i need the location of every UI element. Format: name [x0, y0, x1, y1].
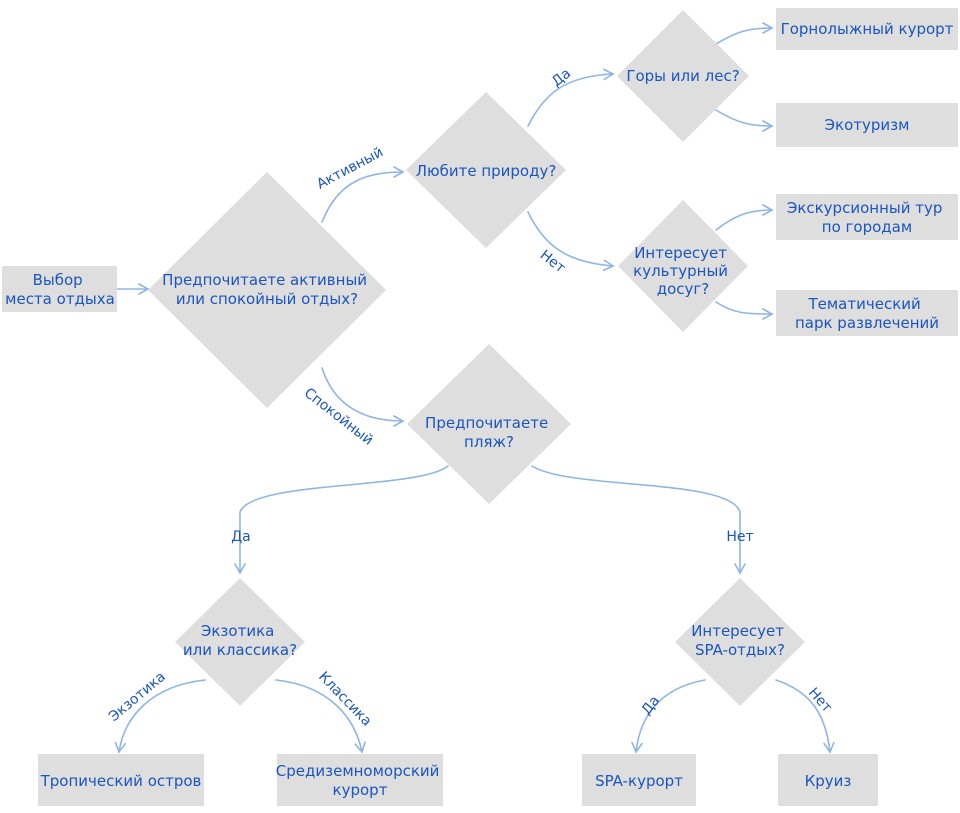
result-tropical-island-box [38, 754, 204, 806]
node-labels: Выбор места отдыха Предпочитаете активны… [5, 20, 954, 799]
result-city-tour-box [776, 194, 958, 240]
edge-to-theme-park [715, 301, 774, 320]
edge-nature-no [527, 211, 615, 272]
edge-label-spa-yes: Да [639, 693, 664, 718]
edge-label-beach-yes: Да [231, 529, 251, 545]
question-culture-label: Интересует культурный досуг? [633, 244, 733, 298]
shapes [2, 8, 958, 806]
edge-spa-no [775, 679, 835, 754]
edge-to-ski-resort [715, 22, 774, 45]
edge-label-classic: Классика [315, 669, 374, 730]
edge-label-nature-no: Нет [537, 247, 568, 276]
edge-spa-yes [631, 679, 706, 754]
question-mountains-forest-diamond [617, 10, 749, 142]
question-nature-label: Любите природу? [416, 162, 557, 180]
result-ecotourism-box [776, 103, 958, 147]
result-mediterranean-label: Средиземноморский курорт [276, 762, 444, 799]
question-spa-diamond [675, 578, 805, 706]
result-ski-resort-label: Горнолыжный курорт [781, 20, 954, 38]
start-label: Выбор места отдыха [5, 271, 115, 308]
question-spa-label: Интересует SPA-отдых? [691, 622, 789, 659]
edge-label-beach-no: Нет [726, 529, 753, 545]
question-beach-diamond [407, 344, 571, 504]
edge-label-exotic: Экзотика [106, 669, 169, 725]
edge-exotic [114, 679, 206, 754]
question-mountains-forest-label: Горы или лес? [626, 67, 739, 85]
edge-classic [275, 679, 366, 754]
result-theme-park-box [776, 290, 958, 336]
question-exotic-classic-label: Экзотика или классика? [183, 622, 297, 659]
question-exotic-classic-diamond [175, 578, 305, 706]
edge-to-city-tour [715, 204, 774, 231]
edge-beach-yes [234, 465, 449, 575]
edge-nature-yes [527, 68, 615, 127]
question-nature-diamond [406, 92, 566, 248]
result-ski-resort-box [776, 8, 958, 50]
edge-active [321, 166, 405, 223]
result-mediterranean-box [277, 754, 443, 806]
edge-label-calm: Спокойный [301, 385, 376, 449]
question-active-or-calm-label: Предпочитаете активный или спокойный отд… [162, 271, 372, 308]
result-cruise-box [778, 754, 878, 806]
connectors [114, 22, 835, 754]
edge-calm [321, 367, 405, 427]
result-tropical-island-label: Тропический остров [40, 772, 202, 790]
edge-label-spa-no: Нет [805, 685, 835, 716]
question-active-or-calm-diamond [148, 172, 386, 408]
result-spa-resort-label: SPA-курорт [595, 772, 683, 790]
question-culture-diamond [618, 200, 748, 332]
result-theme-park-label: Тематический парк развлечений [795, 295, 939, 332]
result-ecotourism-label: Экотуризм [825, 116, 910, 134]
result-cruise-label: Круиз [805, 772, 852, 790]
question-beach-label: Предпочитаете пляж? [425, 414, 553, 451]
edge-beach-no [531, 465, 746, 575]
edge-label-nature-yes: Да [549, 66, 574, 91]
result-spa-resort-box [582, 754, 696, 806]
edge-to-ecotourism [715, 109, 774, 132]
result-city-tour-label: Экскурсионный тур по городам [787, 199, 947, 236]
start-box [2, 266, 117, 312]
